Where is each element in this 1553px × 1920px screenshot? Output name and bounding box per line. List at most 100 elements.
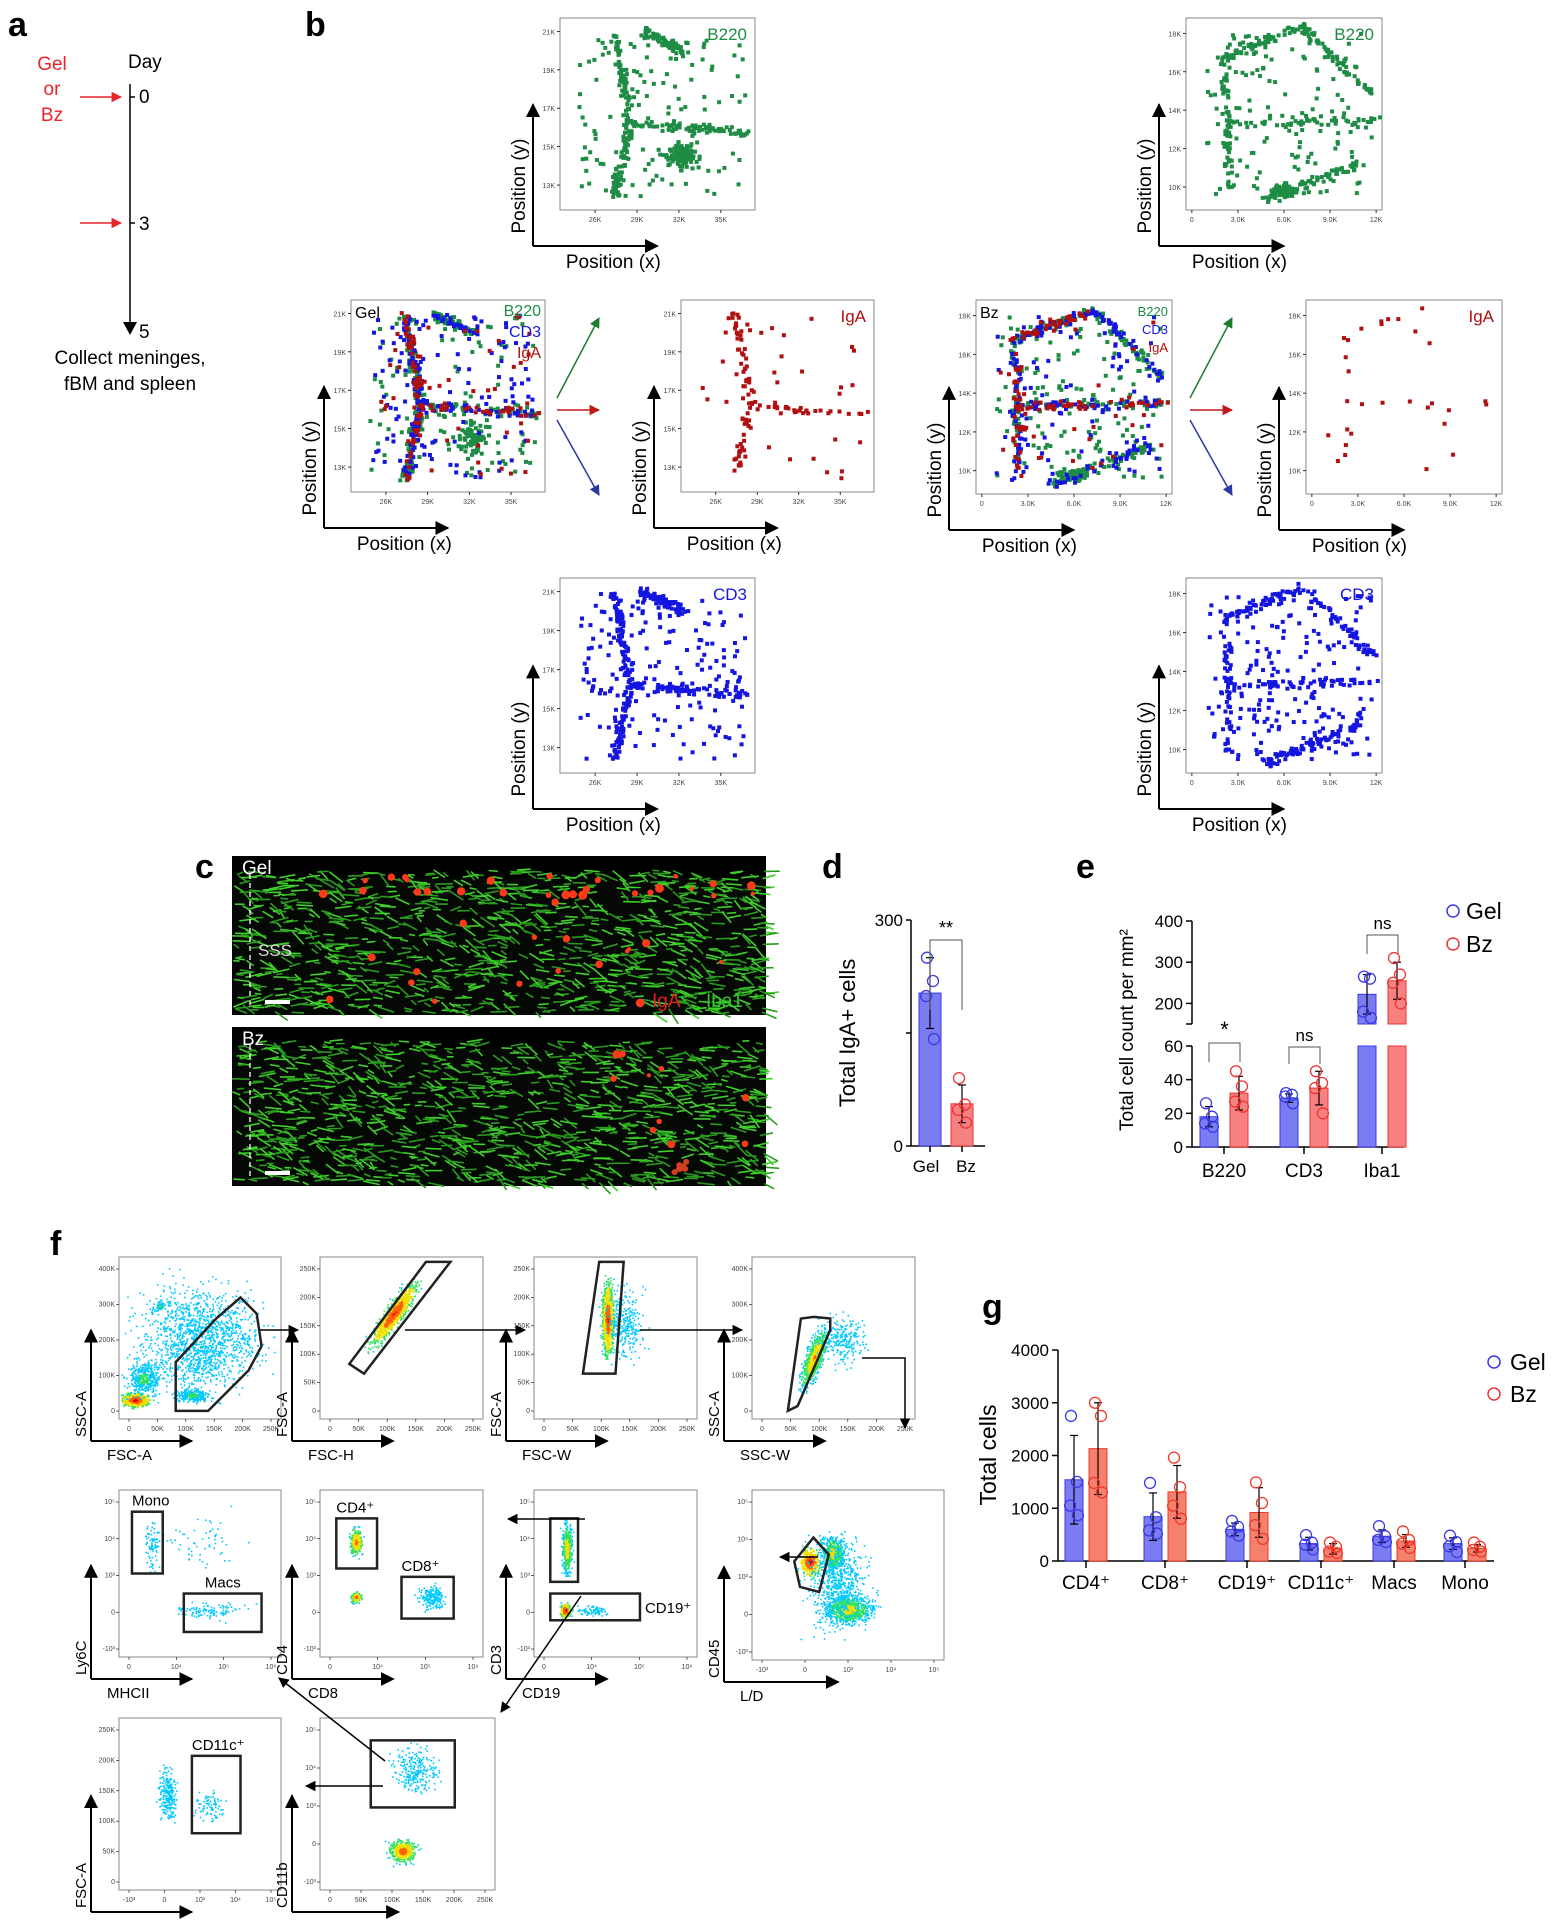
cell-point-b220 <box>1244 73 1248 77</box>
cell-point-iga <box>1137 401 1141 405</box>
cell-point-cd3 <box>392 341 396 345</box>
cell-point-cd3 <box>480 395 484 399</box>
cell-point-b220 <box>1308 179 1312 183</box>
cell-point-b220 <box>458 434 462 438</box>
cell-point-b220 <box>1332 179 1336 183</box>
cell-point-b220 <box>647 162 651 166</box>
iba1-cell <box>584 1001 600 1002</box>
cell-point-iga <box>1018 450 1022 454</box>
cell-point-b220 <box>528 461 532 465</box>
cell-point-cd3 <box>590 646 594 650</box>
cell-point-cd3 <box>580 617 584 621</box>
cell-point-cd3 <box>1119 365 1123 369</box>
cell-point-cd3 <box>1107 321 1111 325</box>
treatment-label: Bz <box>41 105 63 126</box>
cell-point-iga <box>753 400 757 404</box>
cell-point-cd3 <box>1029 386 1033 390</box>
cell-point-cd3 <box>702 742 706 746</box>
iba1-cell <box>572 925 585 926</box>
iba1-cell <box>548 1010 556 1011</box>
cell-point-cd3 <box>1275 625 1279 629</box>
cell-point-iga <box>1114 414 1118 418</box>
iba1-cell <box>408 875 415 876</box>
cell-point-b220 <box>673 43 677 47</box>
cell-point-cd3 <box>740 742 744 746</box>
x-tick-label: 3.0K <box>1021 501 1036 508</box>
cell-point-b220 <box>1362 163 1366 167</box>
cell-point-b220 <box>1041 385 1045 389</box>
iba1-cell <box>348 957 357 958</box>
cell-point-b220 <box>596 38 600 42</box>
cell-point-cd3 <box>526 395 530 399</box>
cell-point-b220 <box>1291 189 1295 193</box>
cell-point-b220 <box>583 145 587 149</box>
cell-point-b220 <box>453 365 457 369</box>
cell-point-iga <box>838 392 842 396</box>
cell-point-b220 <box>620 89 624 93</box>
cell-point-b220 <box>1059 388 1063 392</box>
cell-point-cd3 <box>1147 451 1151 455</box>
cell-point-iga <box>421 404 425 408</box>
cell-point-cd3 <box>1301 747 1305 751</box>
cell-point-cd3 <box>1126 450 1130 454</box>
cell-point-b220 <box>1008 316 1012 320</box>
cell-point-b220 <box>1356 181 1360 185</box>
cell-point-cd3 <box>1333 740 1337 744</box>
cell-point-cd3 <box>718 610 722 614</box>
cell-point-cd3 <box>616 693 620 697</box>
cell-point-b220 <box>1223 55 1227 59</box>
cell-point-b220 <box>470 466 474 470</box>
cell-point-cd3 <box>1310 592 1314 596</box>
x-tick-label: 9.0K <box>1113 501 1128 508</box>
cell-point-cd3 <box>1252 732 1256 736</box>
cell-point-iga <box>1396 317 1400 321</box>
cell-point-cd3 <box>1142 436 1146 440</box>
cell-point-cd3 <box>1304 701 1308 705</box>
cell-point-cd3 <box>1229 724 1233 728</box>
cell-point-b220 <box>1255 68 1259 72</box>
cell-point-b220 <box>1230 185 1234 189</box>
cell-point-iga <box>1127 396 1131 400</box>
cell-point-iga <box>1154 402 1158 406</box>
cell-point-b220 <box>1209 93 1213 97</box>
cell-point-b220 <box>1058 384 1062 388</box>
cell-point-cd3 <box>1357 647 1361 651</box>
cell-point-b220 <box>1324 47 1328 51</box>
cell-point-cd3 <box>1270 661 1274 665</box>
cell-point-b220 <box>1370 135 1374 139</box>
cell-point-iga <box>1037 408 1041 412</box>
cell-point-b220 <box>1226 46 1230 50</box>
cell-point-cd3 <box>656 728 660 732</box>
cell-point-cd3 <box>1066 477 1070 481</box>
cell-point-b220 <box>1342 111 1346 115</box>
cell-point-cd3 <box>1339 682 1343 686</box>
cell-point-iga <box>999 371 1003 375</box>
marker-label: B220 <box>1138 304 1168 319</box>
cell-point-b220 <box>708 129 712 133</box>
cell-point-cd3 <box>1144 396 1148 400</box>
cell-point-b220 <box>705 189 709 193</box>
panel-label: a <box>8 6 28 44</box>
cell-point-cd3 <box>619 632 623 636</box>
cell-point-cd3 <box>641 601 645 605</box>
cell-point-cd3 <box>1132 390 1136 394</box>
cell-point-cd3 <box>658 616 662 620</box>
cell-point-iga <box>1379 319 1383 323</box>
cell-point-cd3 <box>654 664 658 668</box>
cell-point-b220 <box>1098 449 1102 453</box>
cell-point-cd3 <box>1132 448 1136 452</box>
cell-point-cd3 <box>1152 368 1156 372</box>
cell-point-cd3 <box>1127 342 1131 346</box>
x-axis-label: Position (x) <box>566 252 661 273</box>
cell-point-cd3 <box>694 628 698 632</box>
cell-point-cd3 <box>666 688 670 692</box>
cell-point-cd3 <box>1094 313 1098 317</box>
cell-point-cd3 <box>1339 724 1343 728</box>
cell-point-cd3 <box>1228 691 1232 695</box>
cell-point-iga <box>1039 401 1043 405</box>
cell-point-b220 <box>368 419 372 423</box>
cell-point-cd3 <box>411 466 415 470</box>
cell-point-b220 <box>684 41 688 45</box>
cell-point-iga <box>743 347 747 351</box>
cell-point-b220 <box>685 165 689 169</box>
